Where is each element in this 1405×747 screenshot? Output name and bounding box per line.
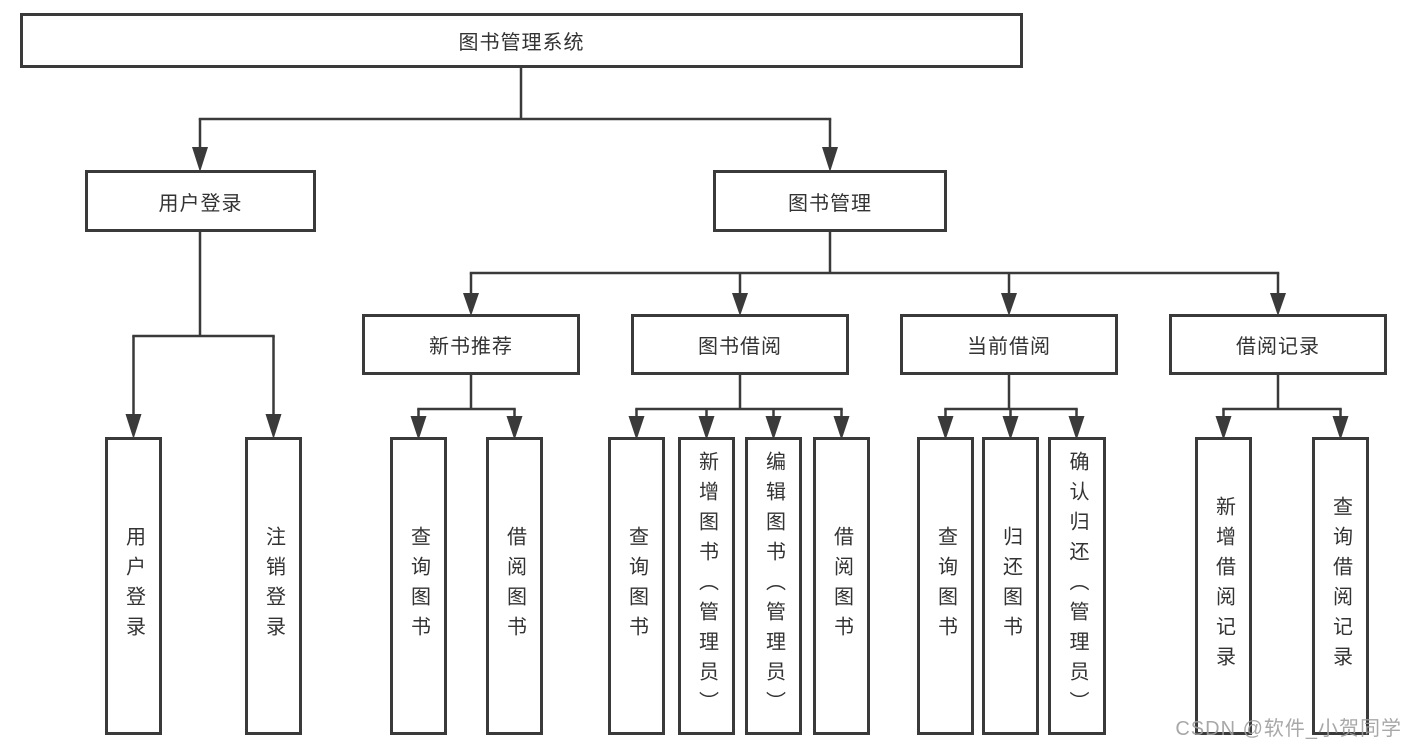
node-book-management: 图书管理 xyxy=(713,170,947,232)
leaf-confirm-return-admin: 确认归还（管理员） xyxy=(1048,437,1106,735)
leaf-borrow-books-label: 借阅图书 xyxy=(830,526,853,646)
leaf-return-books: 归还图书 xyxy=(982,437,1039,735)
node-current-borrow-label: 当前借阅 xyxy=(967,336,1051,358)
watermark-text: CSDN @软件_小贺同学 xyxy=(1175,718,1402,740)
leaf-logout: 注销登录 xyxy=(245,437,302,735)
leaf-query-books-borrow-label: 查询图书 xyxy=(625,526,648,646)
leaf-borrow-books-recommend-label: 借阅图书 xyxy=(503,526,526,646)
leaf-query-books-recommend: 查询图书 xyxy=(390,437,447,735)
leaf-edit-books-admin: 编辑图书（管理员） xyxy=(745,437,802,735)
leaf-add-borrow-record-label: 新增借阅记录 xyxy=(1212,496,1235,676)
node-new-book-recommend-label: 新书推荐 xyxy=(429,336,513,358)
leaf-add-books-admin: 新增图书（管理员） xyxy=(678,437,735,735)
leaf-return-books-label: 归还图书 xyxy=(999,526,1022,646)
node-current-borrow: 当前借阅 xyxy=(900,314,1118,375)
leaf-borrow-books-recommend: 借阅图书 xyxy=(486,437,543,735)
node-borrow-records: 借阅记录 xyxy=(1169,314,1387,375)
leaf-user-login-label: 用户登录 xyxy=(122,526,145,646)
node-book-borrow: 图书借阅 xyxy=(631,314,849,375)
node-library-system-label: 图书管理系统 xyxy=(458,32,585,54)
node-user-login: 用户登录 xyxy=(85,170,316,232)
leaf-logout-label: 注销登录 xyxy=(262,526,285,646)
leaf-add-borrow-record: 新增借阅记录 xyxy=(1195,437,1252,735)
leaf-query-borrow-record: 查询借阅记录 xyxy=(1312,437,1369,735)
leaf-borrow-books: 借阅图书 xyxy=(813,437,870,735)
leaf-query-books-recommend-label: 查询图书 xyxy=(407,526,430,646)
leaf-user-login: 用户登录 xyxy=(105,437,162,735)
leaf-query-books-current-label: 查询图书 xyxy=(934,526,957,646)
node-borrow-records-label: 借阅记录 xyxy=(1236,336,1320,358)
node-library-system: 图书管理系统 xyxy=(20,13,1023,68)
node-new-book-recommend: 新书推荐 xyxy=(362,314,580,375)
node-user-login-label: 用户登录 xyxy=(158,192,243,215)
node-book-management-label: 图书管理 xyxy=(788,192,872,215)
leaf-confirm-return-admin-label: 确认归还（管理员） xyxy=(1066,451,1088,721)
node-book-borrow-label: 图书借阅 xyxy=(698,336,782,358)
leaf-query-borrow-record-label: 查询借阅记录 xyxy=(1329,496,1352,676)
leaf-query-books-borrow: 查询图书 xyxy=(608,437,665,735)
leaf-query-books-current: 查询图书 xyxy=(917,437,974,735)
leaf-add-books-admin-label: 新增图书（管理员） xyxy=(695,451,718,721)
leaf-edit-books-admin-label: 编辑图书（管理员） xyxy=(762,451,785,721)
